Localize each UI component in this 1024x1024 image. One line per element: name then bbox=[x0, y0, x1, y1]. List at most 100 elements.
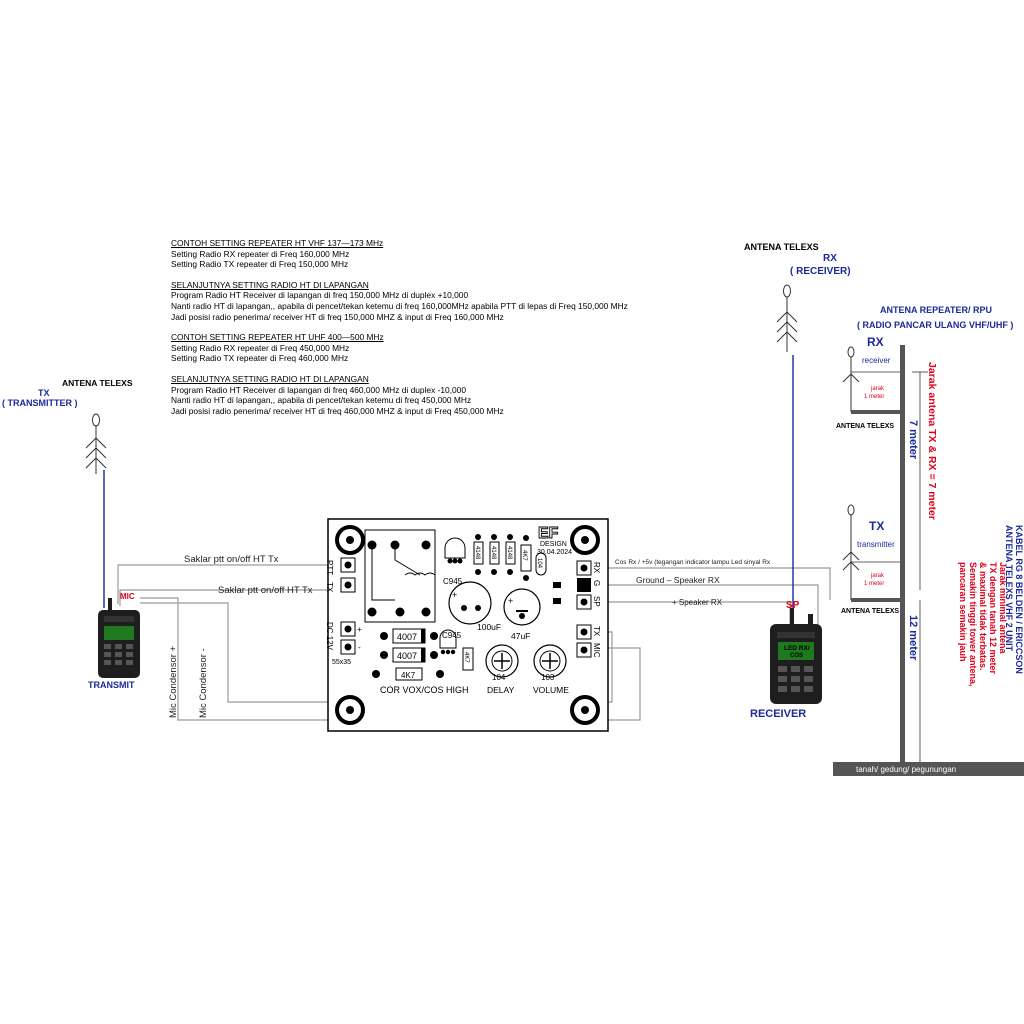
rx-antenna-icon bbox=[776, 284, 798, 352]
volume-label: VOLUME bbox=[533, 685, 569, 695]
tx-side: ANTENA TELEXS TX ( TRANSMITTER ) MIC TRA… bbox=[2, 378, 313, 718]
cap-47uf: + bbox=[503, 588, 541, 626]
diode-4007-2 bbox=[380, 647, 438, 663]
vhf-field-line-1: Program Radio HT Receiver di lapangan di… bbox=[171, 290, 469, 301]
led-rx-label: LED RX/ bbox=[784, 645, 810, 652]
delay-label: DELAY bbox=[487, 685, 515, 695]
repeater-tower: ANTENA REPEATER/ RPU ( RADIO PANCAR ULAN… bbox=[833, 305, 1024, 776]
tower-tx-antenna-icon bbox=[847, 504, 855, 516]
cap-100uf-label: 100uF bbox=[477, 622, 501, 632]
tower-rx-arm bbox=[851, 410, 903, 414]
r4k7-label-3: 4K7 bbox=[401, 671, 416, 680]
pcb-rx-label: RX bbox=[592, 562, 601, 574]
c945-label-1: C945 bbox=[443, 577, 463, 586]
cable-note-2: ANTENA TELEXS VHF 2 UNIT bbox=[1004, 525, 1014, 652]
distance-notes: Jarak minimal antena TX dengan tanah 12 … bbox=[958, 562, 1008, 687]
pcb-dc-label: DC 12V bbox=[325, 622, 334, 651]
diode-4007-1 bbox=[380, 628, 438, 644]
tx-antenna-icon bbox=[85, 413, 107, 474]
cap-104-label: 104 bbox=[536, 558, 542, 569]
cap-47uf-label: 47uF bbox=[511, 631, 530, 641]
pcb-title: COR VOX/COS HIGH bbox=[380, 685, 469, 695]
pot-104-label: 104 bbox=[492, 673, 506, 682]
tower-rx-label: RX bbox=[867, 335, 884, 349]
mounting-holes bbox=[335, 525, 600, 725]
d4148-label-2: 4148 bbox=[490, 546, 496, 560]
diodes-4148 bbox=[473, 541, 516, 565]
distance-note: Jarak antena TX & RX = 7 meter bbox=[926, 362, 938, 520]
cos-wire bbox=[592, 567, 831, 600]
tower-rx-antenna-icon bbox=[847, 346, 855, 358]
tower-ant-rx-label: ANTENA TELEXS bbox=[836, 423, 894, 430]
vhf-field-line-3: Jadi posisi radio penerima/ receiver HT … bbox=[171, 311, 504, 322]
vhf-title: CONTOH SETTING REPEATER HT VHF 137—173 M… bbox=[171, 238, 384, 248]
r4k7-label-1: 4K7 bbox=[521, 550, 527, 561]
pcb-board: PTT TX DC 12V + - 55x35 C945 4148 4148 4… bbox=[325, 518, 609, 732]
cable-note-1: KABEL RG 8 BELDEN / ERICCSON bbox=[1014, 525, 1024, 674]
ef-logo: EF bbox=[538, 525, 559, 542]
mic-plus-label: Mic Condensor + bbox=[168, 645, 179, 718]
tower-rx-sublabel: receiver bbox=[862, 356, 891, 365]
pcb-outline bbox=[327, 518, 609, 732]
pcb-ptt-label: PTT bbox=[325, 560, 334, 575]
distance-note-2: TX dengan tanah 12 meter bbox=[988, 562, 998, 675]
relay bbox=[364, 529, 436, 623]
ptt-wire-2 bbox=[119, 589, 330, 606]
pcb-sp-label: SP bbox=[592, 596, 601, 607]
receiver-radio-icon bbox=[770, 608, 822, 704]
sp-label: SP bbox=[786, 600, 800, 611]
mic-minus-label: Mic Condensor - bbox=[198, 648, 209, 718]
pot-volume bbox=[533, 644, 567, 678]
distance-note-5: pancaran semakin jauh bbox=[958, 562, 968, 662]
vhf-field-title: SELANJUTNYA SETTING RADIO HT DI LAPANGAN bbox=[171, 279, 369, 290]
distance-note-4: Semakin tinggi tower antena, bbox=[968, 562, 978, 687]
twelve-meter-label: 12 meter bbox=[907, 615, 919, 661]
tower-ant-tx-label: ANTENA TELEXS bbox=[841, 608, 899, 615]
led-cos-label: COS bbox=[790, 653, 803, 659]
pot-103-label: 103 bbox=[541, 673, 555, 682]
ptt-wire-1 bbox=[117, 564, 340, 604]
vhf-rx-setting: Setting Radio RX repeater di Freq 160,00… bbox=[171, 248, 350, 259]
tower-tx-arm bbox=[851, 598, 903, 602]
transistor-c945-2 bbox=[439, 629, 457, 655]
d4007-label-1: 4007 bbox=[397, 632, 417, 642]
cable-notes: KABEL RG 8 BELDEN / ERICCSON ANTENA TELE… bbox=[1004, 525, 1024, 674]
speaker-wire-label: + Speaker RX bbox=[672, 598, 723, 607]
uhf-field-line-1: Program Radio HT Receiver di lapangan di… bbox=[171, 384, 466, 395]
jarak-label-1: jarak bbox=[870, 386, 885, 392]
tx-sublabel: ( TRANSMITTER ) bbox=[2, 398, 78, 408]
uhf-title: CONTOH SETTING REPEATER HT UHF 400—500 M… bbox=[171, 332, 384, 343]
pcb-tx-label: TX bbox=[325, 582, 334, 593]
meter-label-1: 1 meter bbox=[864, 394, 884, 400]
pcb-txpin-label: TX bbox=[592, 626, 601, 637]
distance-note-1: Jarak minimal antena bbox=[998, 562, 1008, 655]
r4k7-label-2: 4K7 bbox=[463, 652, 469, 663]
pcb-design-label: DESIGN bbox=[540, 541, 567, 548]
tower-tx-sublabel: transmitter bbox=[857, 540, 895, 549]
uhf-tx-setting: Setting Radio TX repeater di Freq 460,00… bbox=[171, 353, 349, 364]
ground-wire-label: Ground – Speaker RX bbox=[636, 575, 720, 585]
svg-text:+: + bbox=[452, 590, 457, 600]
pcb-micpin-label: MIC bbox=[592, 643, 601, 658]
pot-delay bbox=[485, 644, 519, 678]
ptt-wire-label-1: Saklar ptt on/off HT Tx bbox=[184, 554, 279, 565]
setting-notes: CONTOH SETTING REPEATER HT VHF 137—173 M… bbox=[171, 238, 691, 416]
d4148-label-1: 4148 bbox=[474, 546, 480, 560]
rx-sublabel: ( RECEIVER) bbox=[790, 266, 851, 277]
speaker-wire bbox=[592, 601, 791, 640]
d4148-label-3: 4148 bbox=[506, 546, 512, 560]
uhf-field-line-3: Jadi posisi radio penerima/ receiver HT … bbox=[171, 405, 504, 416]
pcb-g-label: G bbox=[592, 580, 601, 586]
cos-wire-label: Cos Rx / +5v (tegangan indicator lampu L… bbox=[615, 559, 771, 566]
ground-label: tanah/ gedung/ pegunungan bbox=[856, 765, 956, 774]
ptt-wire-label-2: Saklar ptt on/off HT Tx bbox=[218, 585, 313, 596]
tower-mast bbox=[900, 345, 905, 765]
transmit-radio-icon bbox=[98, 598, 140, 678]
rx-label: RX bbox=[823, 253, 837, 264]
rx-side: ANTENA TELEXS RX ( RECEIVER) SP LED RX/ … bbox=[744, 242, 851, 720]
mic-label: MIC bbox=[120, 592, 135, 601]
meter-label-2: 1 meter bbox=[864, 581, 884, 587]
tower-title: ANTENA REPEATER/ RPU bbox=[880, 305, 992, 315]
vhf-tx-setting: Setting Radio TX repeater di Freq 150,00… bbox=[171, 259, 349, 270]
